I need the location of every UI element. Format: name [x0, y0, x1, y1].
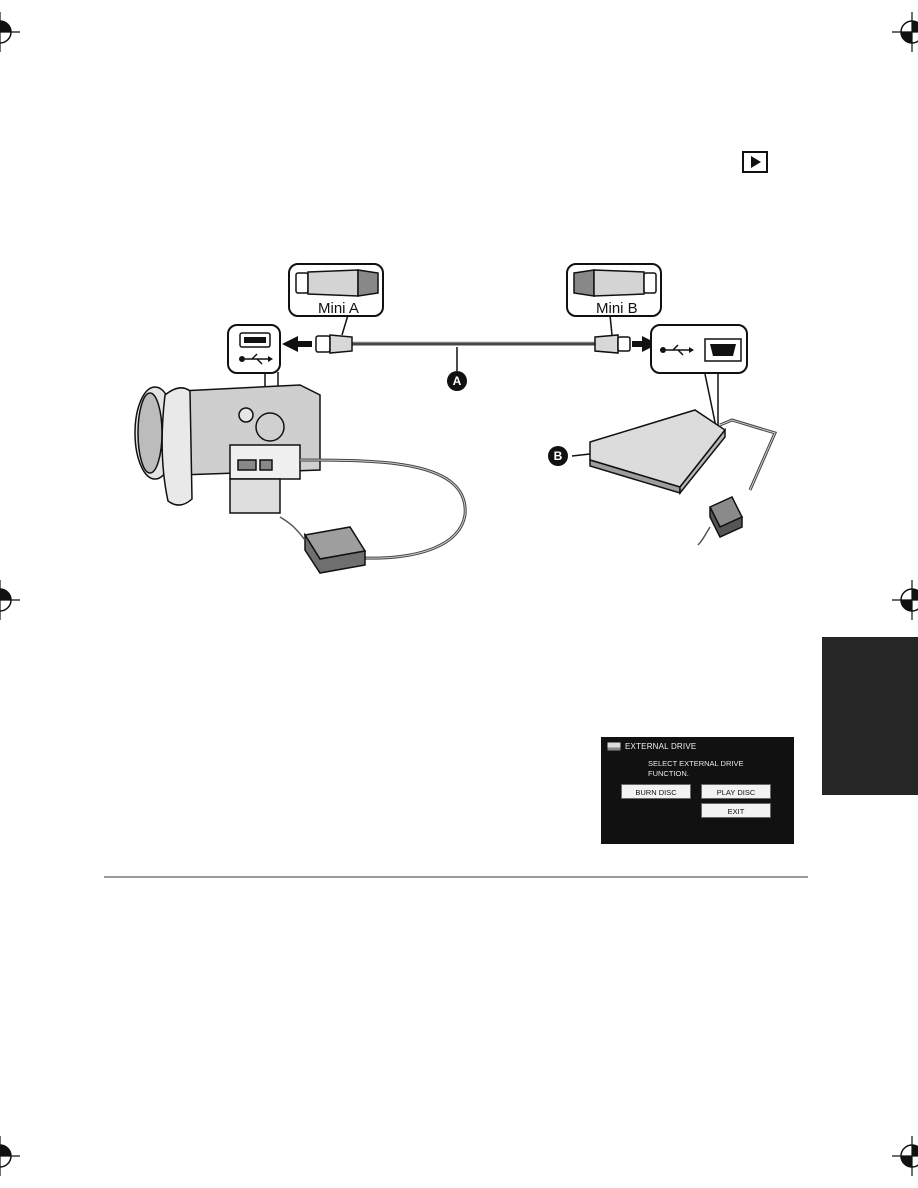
mini-a-callout: Mini A — [288, 263, 384, 317]
camcorder — [134, 384, 321, 514]
exit-button[interactable]: EXIT — [701, 803, 771, 818]
drive-usb-port-callout — [650, 324, 748, 374]
screen-title: EXTERNAL DRIVE — [625, 742, 697, 751]
marker-b: B — [548, 446, 568, 466]
marker-a: A — [447, 371, 467, 391]
mini-b-label: Mini B — [596, 300, 638, 317]
chapter-side-tab — [822, 637, 918, 795]
connection-illustration — [134, 314, 778, 574]
registration-mark-icon — [892, 12, 918, 52]
registration-mark-icon — [892, 580, 918, 620]
registration-mark-icon — [0, 12, 20, 52]
mini-b-callout: Mini B — [566, 263, 662, 317]
camera-usb-port-callout — [227, 324, 281, 374]
registration-mark-icon — [892, 1136, 918, 1176]
section-divider — [104, 876, 808, 878]
play-icon — [742, 151, 768, 173]
usb-icon — [239, 353, 273, 365]
registration-mark-icon — [0, 1136, 20, 1176]
registration-mark-icon — [0, 580, 20, 620]
usb-icon — [660, 344, 694, 356]
play-disc-button[interactable]: PLAY DISC — [701, 784, 771, 799]
external-drive-screen: EXTERNAL DRIVE SELECT EXTERNAL DRIVE FUN… — [601, 737, 794, 844]
external-drive-icon — [607, 742, 621, 751]
burn-disc-button[interactable]: BURN DISC — [621, 784, 691, 799]
mini-a-label: Mini A — [318, 300, 359, 317]
screen-message: SELECT EXTERNAL DRIVE FUNCTION. — [648, 759, 744, 778]
external-disc-drive — [589, 409, 727, 496]
